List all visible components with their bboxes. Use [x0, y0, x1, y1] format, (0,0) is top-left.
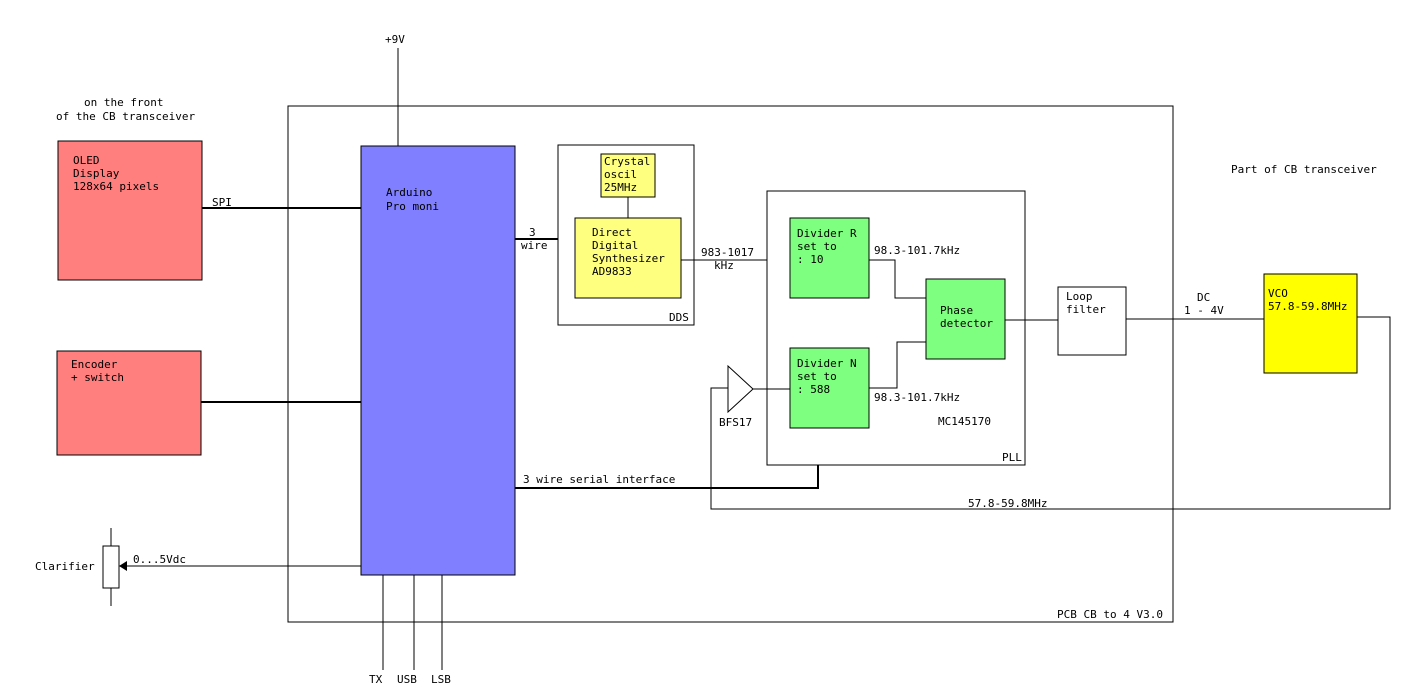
pcb-label: PCB CB to 4 V3.0 — [1057, 608, 1163, 621]
feedback-line — [710, 316, 1391, 510]
dc-label-1: DC — [1197, 291, 1210, 304]
ref-out-n-label: 98.3-101.7kHz — [874, 391, 960, 404]
ref-out-r-label: 98.3-101.7kHz — [874, 244, 960, 257]
divider-r-label-2: set to — [797, 240, 837, 253]
lsb-label: LSB — [431, 673, 451, 686]
crystal-label-3: 25MHz — [604, 181, 637, 194]
dds-chip-block — [574, 217, 682, 299]
spi-label: SPI — [212, 196, 232, 209]
divider-n-to-phase — [869, 341, 926, 389]
clarifier-voltage-label: 0...5Vdc — [133, 553, 186, 566]
arduino-label-1: Arduino — [386, 186, 432, 199]
usb-label: USB — [397, 673, 417, 686]
dds-label-1: Direct — [592, 226, 632, 239]
freq-label-1: 983-1017 — [701, 246, 754, 259]
front-note-line-2: of the CB transceiver — [56, 110, 195, 123]
divider-r-label-3: : 10 — [797, 253, 824, 266]
freq-label-2: kHz — [714, 259, 734, 272]
clarifier-arrow — [119, 561, 127, 571]
oled-label-1: OLED — [73, 154, 100, 167]
loop-label-2: filter — [1066, 303, 1106, 316]
loop-label-1: Loop — [1066, 290, 1093, 303]
bfs17-label: BFS17 — [719, 416, 752, 429]
dds-container-label: DDS — [669, 311, 689, 324]
tx-label: TX — [369, 673, 383, 686]
front-note-line-1: on the front — [84, 96, 163, 109]
encoder-label-2: + switch — [71, 371, 124, 384]
oled-label-2: Display — [73, 167, 120, 180]
feedback-label: 57.8-59.8MHz — [968, 497, 1047, 510]
crystal-oscillator-block — [600, 153, 656, 198]
dds-label-3: Synthesizer — [592, 252, 665, 265]
dc-label-2: 1 - 4V — [1184, 304, 1224, 317]
oled-display-block — [57, 140, 203, 281]
divider-n-label-2: set to — [797, 370, 837, 383]
crystal-label-1: Crystal — [604, 155, 650, 168]
vco-block — [1263, 273, 1358, 374]
bfs17-amplifier — [727, 364, 754, 414]
divider-r-block — [789, 217, 870, 299]
divider-n-label-1: Divider N — [797, 357, 857, 370]
serial-interface-line — [515, 465, 819, 489]
loop-filter-block — [1057, 286, 1127, 356]
three-wire-label-1: 3 — [529, 226, 536, 239]
phase-label-1: Phase — [940, 304, 973, 317]
clarifier-potentiometer — [102, 545, 120, 589]
arduino-label-2: Pro moni — [386, 200, 439, 213]
cb-note: Part of CB transceiver — [1231, 163, 1377, 176]
dds-label-4: AD9833 — [592, 265, 632, 278]
clarifier-label: Clarifier — [35, 560, 95, 573]
phase-label-2: detector — [940, 317, 993, 330]
divider-r-label-1: Divider R — [797, 227, 857, 240]
divider-n-block — [789, 347, 870, 429]
divider-r-to-phase — [869, 259, 926, 299]
crystal-label-2: oscil — [604, 168, 637, 181]
vco-label-2: 57.8-59.8MHz — [1268, 300, 1347, 313]
serial-label: 3 wire serial interface — [523, 473, 675, 486]
encoder-label-1: Encoder — [71, 358, 118, 371]
pcb-boundary — [287, 105, 1174, 623]
pll-container-label: PLL — [1002, 451, 1022, 464]
arduino-block — [360, 145, 516, 576]
phase-detector-block — [925, 278, 1006, 360]
dds-label-2: Digital — [592, 239, 638, 252]
supply-label: +9V — [385, 33, 405, 46]
mc145170-label: MC145170 — [938, 415, 991, 428]
divider-n-label-3: : 588 — [797, 383, 830, 396]
three-wire-label-2: wire — [521, 239, 548, 252]
oled-label-3: 128x64 pixels — [73, 180, 159, 193]
vco-label-1: VCO — [1268, 287, 1288, 300]
